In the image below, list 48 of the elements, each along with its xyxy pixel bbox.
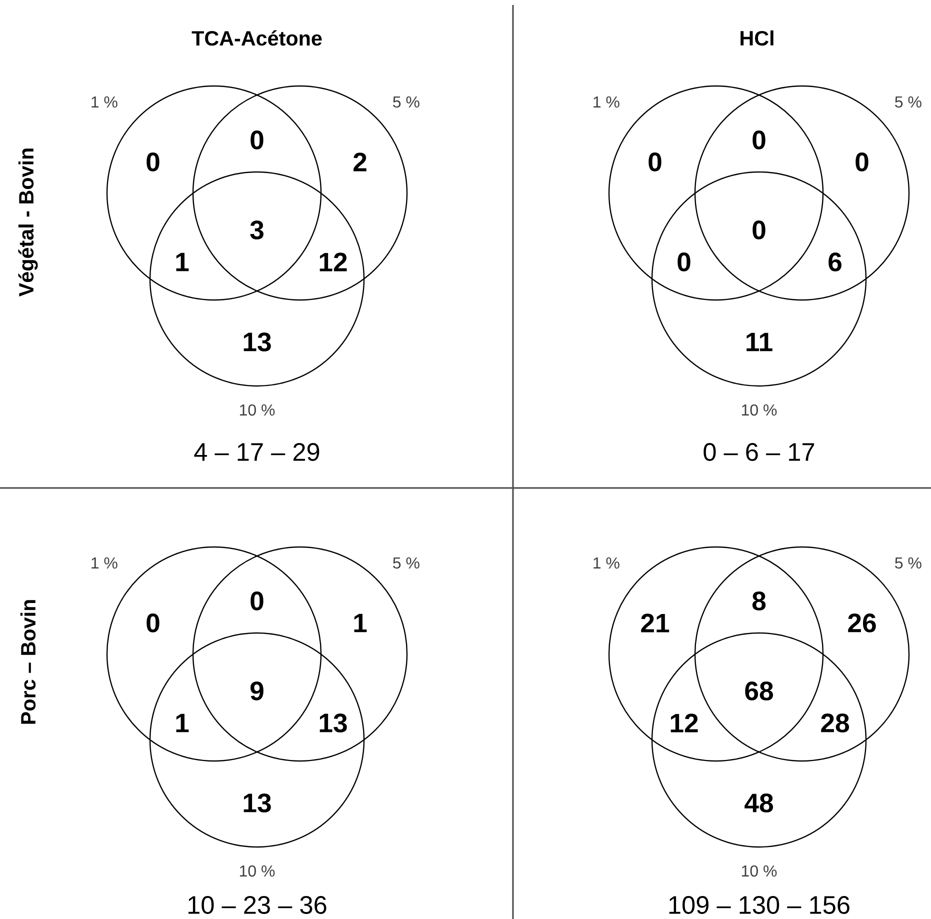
percent-label: 5 % <box>895 96 922 108</box>
region-count: 12 <box>320 252 347 272</box>
total-counts: 0 – 6 – 17 <box>704 443 814 461</box>
region-count: 21 <box>641 614 670 632</box>
region-count: 9 <box>250 682 264 700</box>
region-count: 6 <box>828 252 842 272</box>
region-count: 0 <box>856 152 868 172</box>
region-count: 1 <box>176 714 189 732</box>
percent-label: 10 % <box>240 865 275 877</box>
region-count: 0 <box>752 130 766 150</box>
region-count: 0 <box>752 220 766 240</box>
region-count: 13 <box>244 332 271 352</box>
region-count: 0 <box>250 592 264 610</box>
percent-label: 5 % <box>895 557 922 569</box>
percent-label: 1 % <box>594 557 620 569</box>
row-title: Porc – Bovin <box>20 600 36 724</box>
percent-label: 1 % <box>92 557 118 569</box>
percent-label: 1 % <box>594 96 620 108</box>
region-count: 13 <box>320 714 347 732</box>
region-count: 68 <box>745 682 774 700</box>
region-count: 3 <box>250 220 264 240</box>
row-title: Végétal - Bovin <box>18 148 38 296</box>
region-count: 8 <box>752 592 766 610</box>
region-count: 12 <box>670 714 698 732</box>
region-count: 48 <box>744 794 774 812</box>
column-title: HCl <box>740 30 774 46</box>
column-title: TCA-Acétone <box>192 30 322 46</box>
percent-label: 5 % <box>393 557 420 569</box>
percent-label: 10 % <box>240 404 275 416</box>
region-count: 0 <box>146 614 160 632</box>
region-count: 0 <box>250 130 264 150</box>
region-count: 26 <box>848 614 876 632</box>
total-counts: 109 – 130 – 156 <box>669 896 850 914</box>
region-count: 1 <box>354 614 367 632</box>
region-count: 1 <box>176 252 189 272</box>
region-count: 0 <box>648 152 662 172</box>
percent-label: 10 % <box>742 865 777 877</box>
region-count: 0 <box>146 152 160 172</box>
region-count: 11 <box>746 332 772 352</box>
total-counts: 4 – 17 – 29 <box>194 443 320 461</box>
region-count: 2 <box>354 152 366 172</box>
region-count: 13 <box>244 794 271 812</box>
percent-label: 10 % <box>742 404 777 416</box>
region-count: 0 <box>678 252 690 272</box>
total-counts: 10 – 23 – 36 <box>188 896 326 914</box>
region-count: 28 <box>821 714 850 732</box>
percent-label: 5 % <box>393 96 420 108</box>
percent-label: 1 % <box>92 96 118 108</box>
